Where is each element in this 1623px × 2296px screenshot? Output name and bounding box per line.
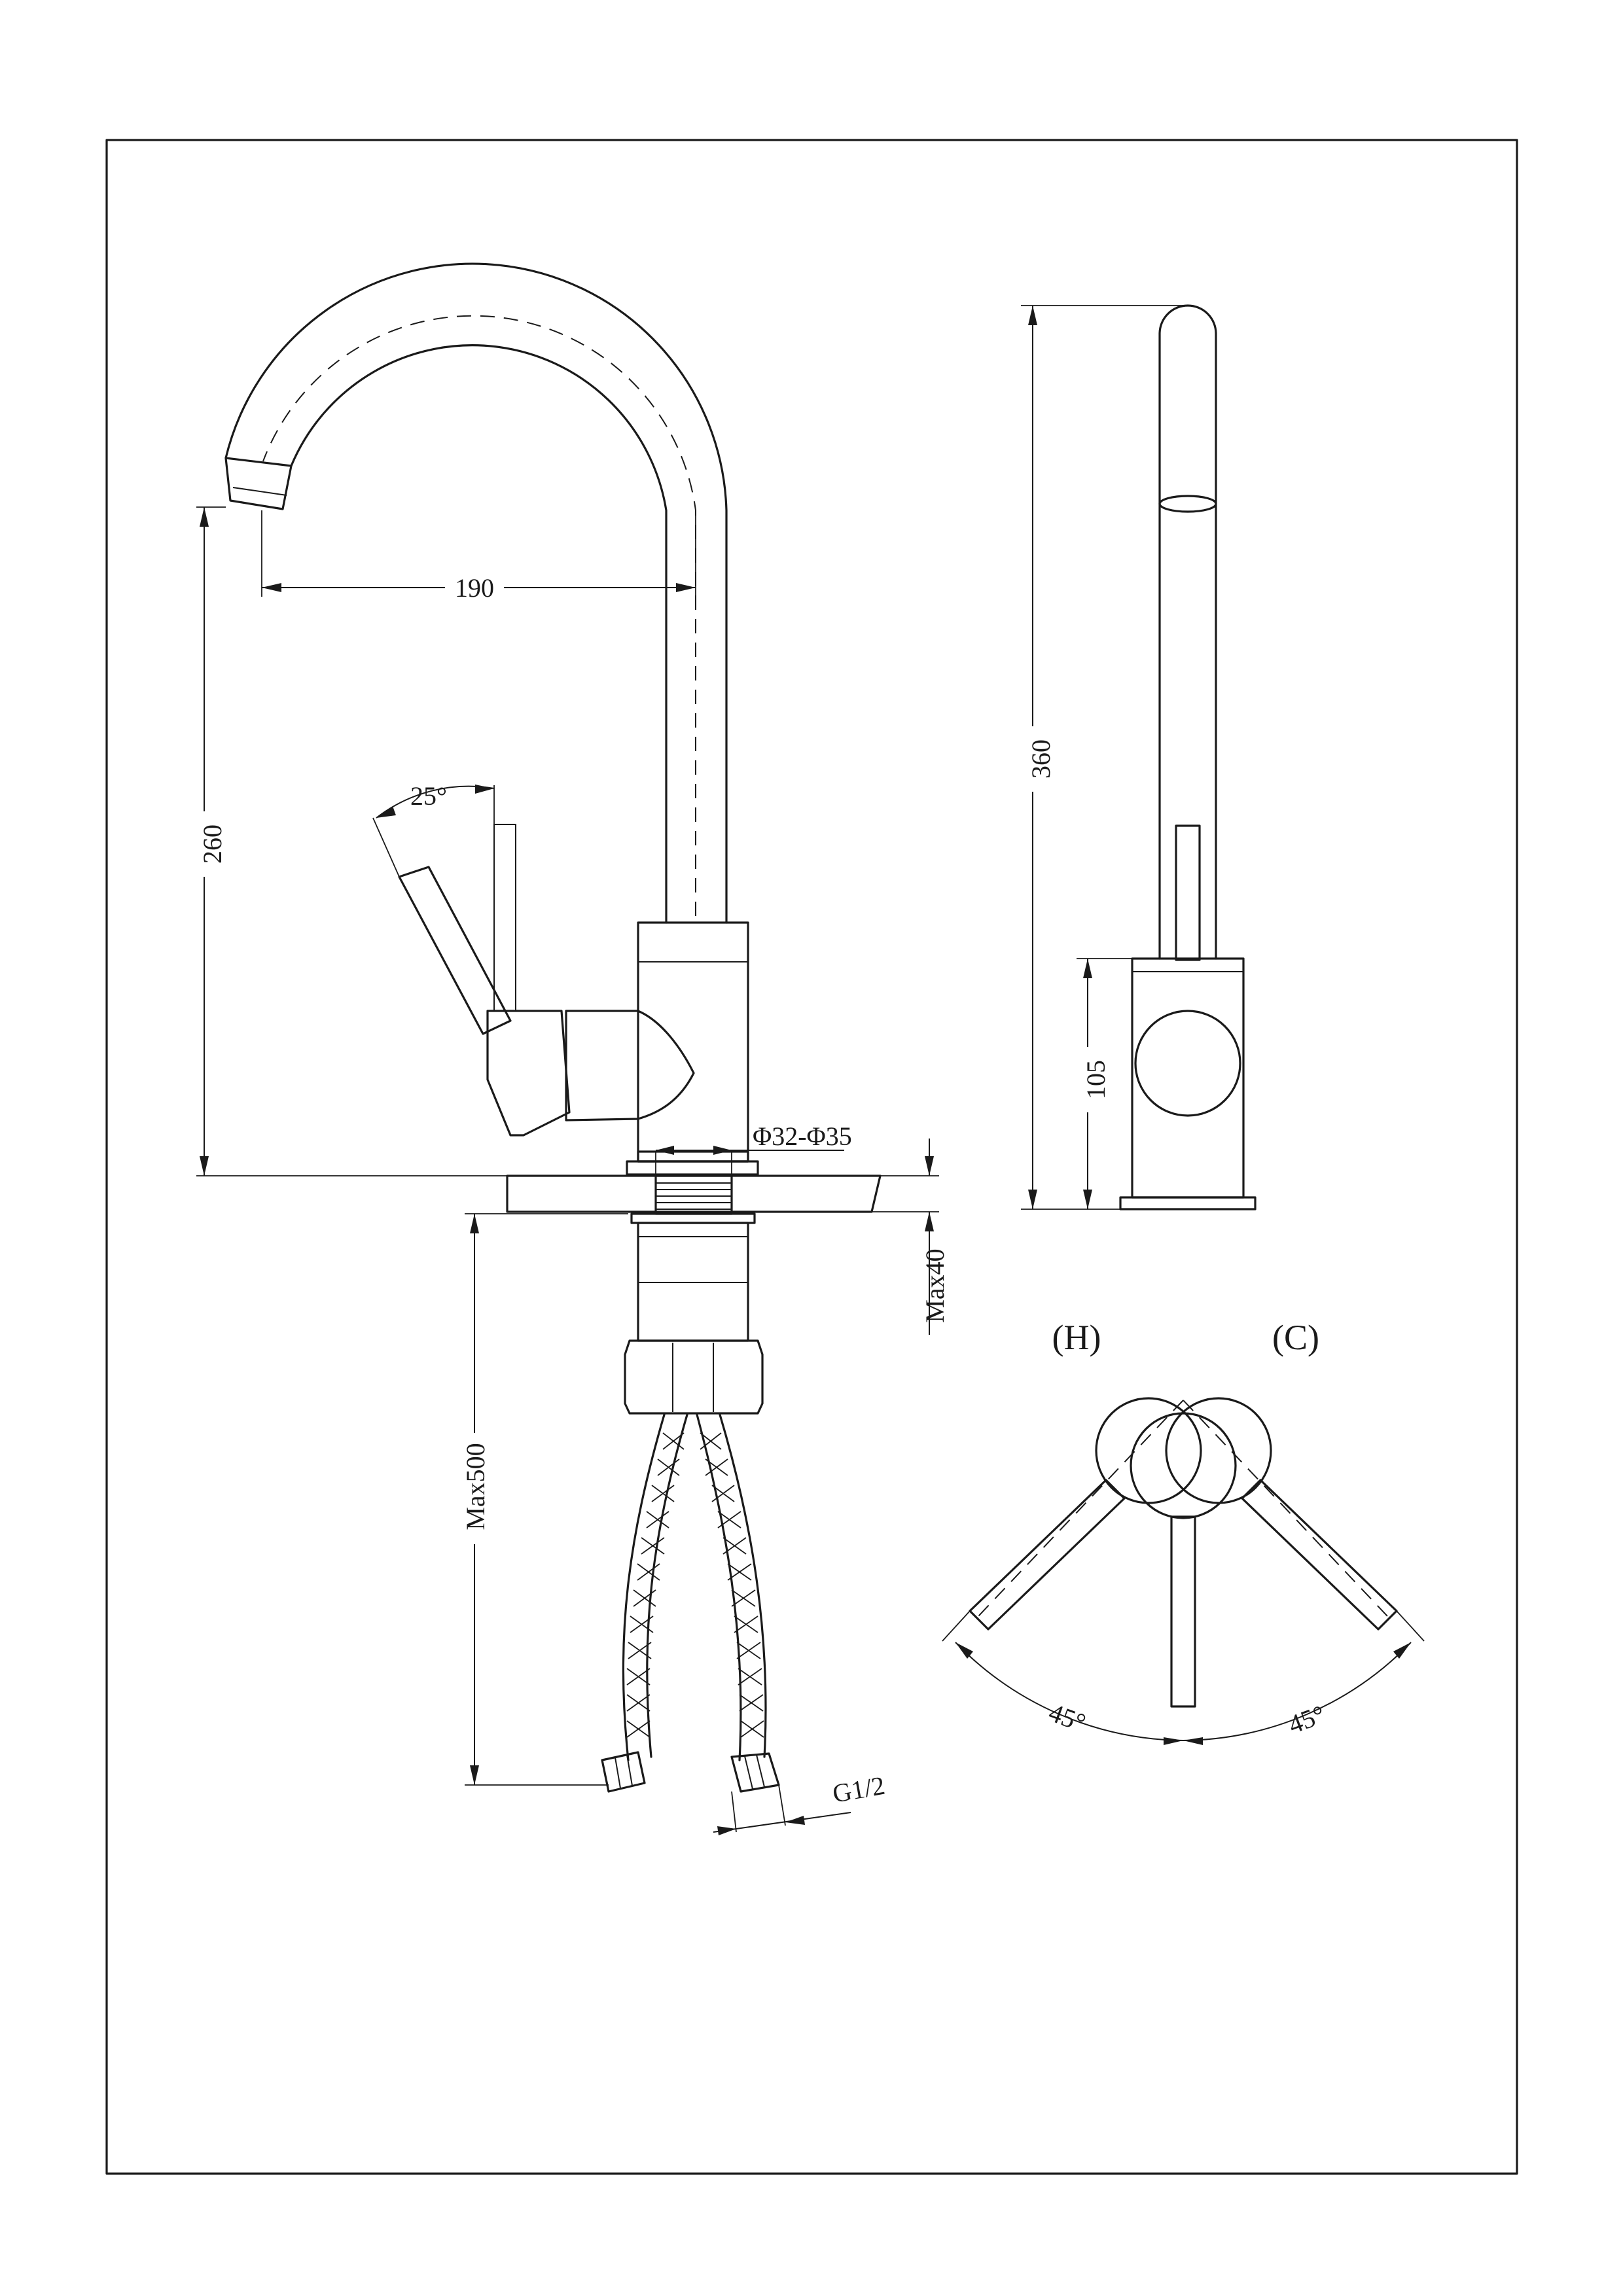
side-view: 360 105 [1014, 304, 1257, 1210]
handle-circle-cold [1165, 1397, 1272, 1504]
rotation-right-label: 45° [1285, 1699, 1329, 1739]
threaded-shank [654, 1174, 733, 1215]
spout-centerline [262, 315, 696, 916]
side-body [1131, 957, 1245, 1199]
side-lever [1175, 824, 1201, 961]
dim-spout-reach: 190 [455, 573, 494, 603]
drawing-frame [105, 139, 1518, 2175]
front-view: 190 260 25° Φ32-Φ35 Max40 [187, 262, 950, 1835]
dim-hose-thread: G1/2 [830, 1771, 887, 1809]
side-base [1119, 1196, 1257, 1210]
handle-circle-hot [1095, 1397, 1202, 1504]
hot-marker: (H) [1052, 1318, 1101, 1357]
deck-plate [506, 1174, 882, 1213]
dim-total-height: 360 [1026, 739, 1056, 779]
dim-hole-diameter: Φ32-Φ35 [753, 1122, 852, 1151]
spout-outer [224, 262, 728, 924]
washer [630, 1212, 756, 1224]
dim-handle-tilt: 25° [410, 781, 447, 811]
hose-right [696, 1413, 780, 1793]
dim-outlet-height: 260 [198, 824, 227, 864]
faucet-body [637, 921, 749, 1163]
lever-joint [486, 1010, 571, 1137]
side-cartridge [1134, 1010, 1241, 1117]
rotation-left-label: 45° [1045, 1697, 1090, 1737]
base-collar [626, 1160, 759, 1176]
side-spout [1158, 304, 1217, 960]
cold-marker: (C) [1272, 1318, 1319, 1357]
dim-body-height: 105 [1081, 1060, 1111, 1099]
hose-left [601, 1413, 688, 1793]
lever-cold [1241, 1479, 1398, 1631]
lock-nut [624, 1339, 764, 1415]
lever-handle [398, 866, 512, 1035]
cartridge-housing [565, 1010, 695, 1122]
rotation-detail: (H) (C) 45° 45° [942, 1318, 1425, 1745]
dim-deck-thickness: Max40 [920, 1248, 950, 1322]
lever-center [1170, 1515, 1196, 1708]
dim-hose-length: Max500 [461, 1443, 490, 1530]
spout-inner [290, 344, 668, 924]
lever-hot [969, 1479, 1126, 1631]
